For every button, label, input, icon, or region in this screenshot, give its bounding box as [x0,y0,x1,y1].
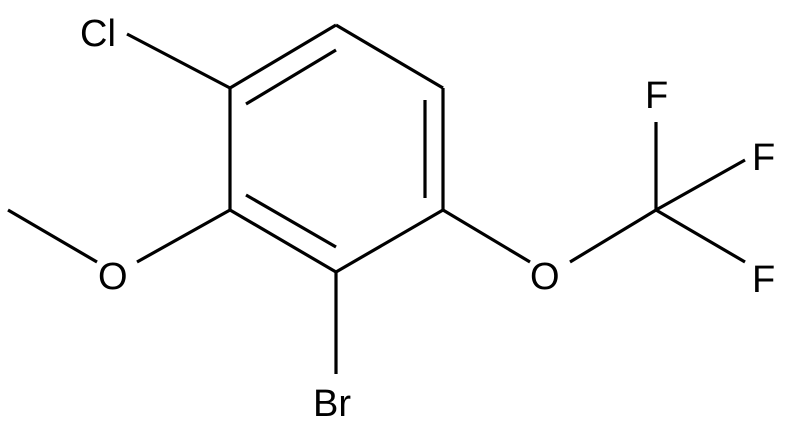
bond-c1-cl [126,32,231,90]
substituent-bonds [7,32,746,374]
ring-bond-c1-c2 [229,23,337,90]
benzene-ring [228,23,445,274]
fluorine-middle-label: F [752,137,775,179]
bond-c4-o-ether [442,208,531,264]
bromine-label: Br [313,383,351,425]
fluorine-top-label: F [645,75,668,117]
fluorine-bottom-label: F [752,259,775,301]
ring-bond-c1-c2-inner [245,48,337,106]
ring-bond-c5-c6 [229,208,337,274]
bond-c-f-middle [655,158,746,212]
atom-labels: Cl O Br O F F F [80,13,775,425]
ring-bond-c5-c6-inner [245,193,337,249]
bond-c-f-bottom [655,208,746,264]
ring-bond-c4-c5 [335,208,444,274]
methoxy-oxygen-label: O [98,256,128,298]
bond-o-methyl [7,208,98,264]
bond-o-cf3 [569,208,657,264]
ring-bond-c2-c3 [335,23,444,90]
ether-oxygen-label: O [530,256,560,298]
bond-c6-o-methoxy [136,208,231,264]
chlorine-label: Cl [80,13,116,55]
